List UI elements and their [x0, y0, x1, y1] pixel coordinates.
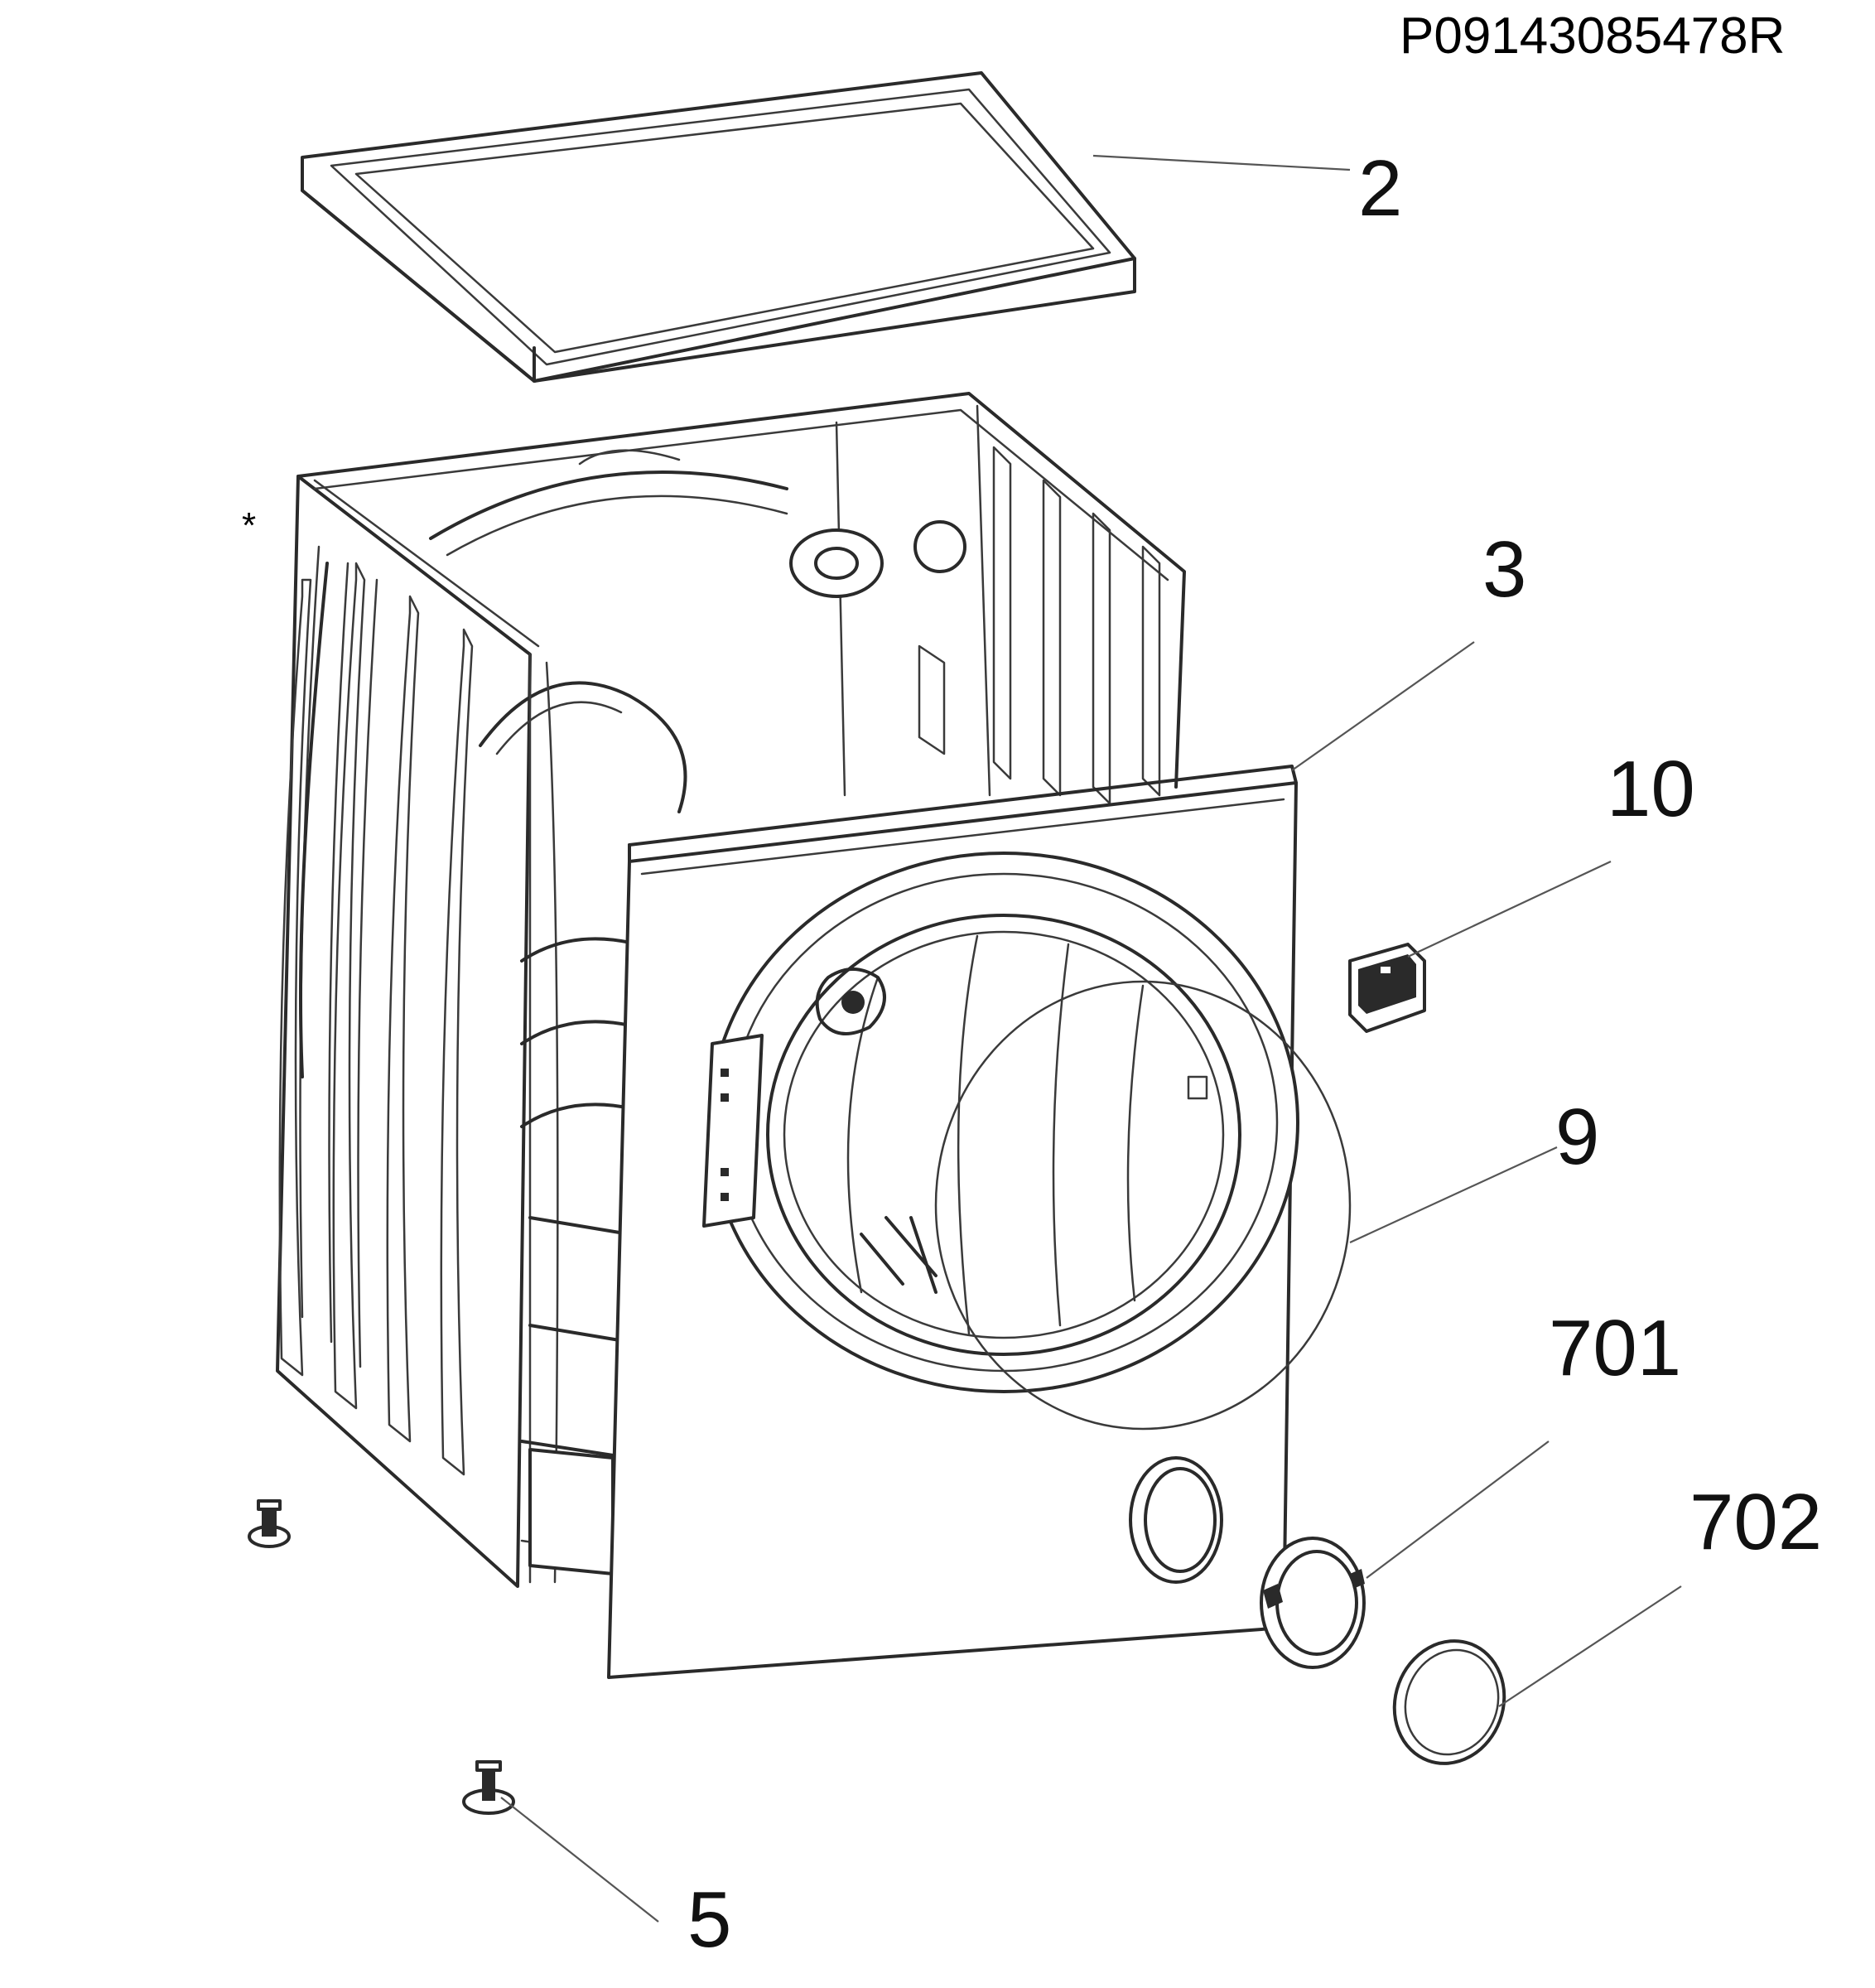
asterisk-mark: * [242, 505, 257, 546]
filter-housing-part [1260, 1537, 1366, 1669]
callout-5: 5 [687, 1875, 732, 1964]
drawing-code: P09143085478R [1400, 7, 1786, 65]
foot-rear [248, 1499, 291, 1548]
callout-2: 2 [1358, 144, 1403, 233]
door-lock-part [1348, 943, 1426, 1033]
adjustable-foot-part [462, 1760, 515, 1815]
door-gasket-circle [934, 980, 1352, 1431]
worktop-lid [301, 71, 1136, 383]
callout-9: 9 [1555, 1093, 1600, 1181]
front-panel [607, 765, 1299, 1679]
callout-10: 10 [1607, 745, 1695, 833]
callout-702: 702 [1689, 1478, 1823, 1566]
leader-lines [500, 154, 1682, 1923]
callout-3: 3 [1482, 525, 1527, 614]
callout-701: 701 [1549, 1304, 1682, 1392]
cabinet-body [248, 392, 1186, 1588]
filter-cover-part [1392, 1639, 1506, 1765]
